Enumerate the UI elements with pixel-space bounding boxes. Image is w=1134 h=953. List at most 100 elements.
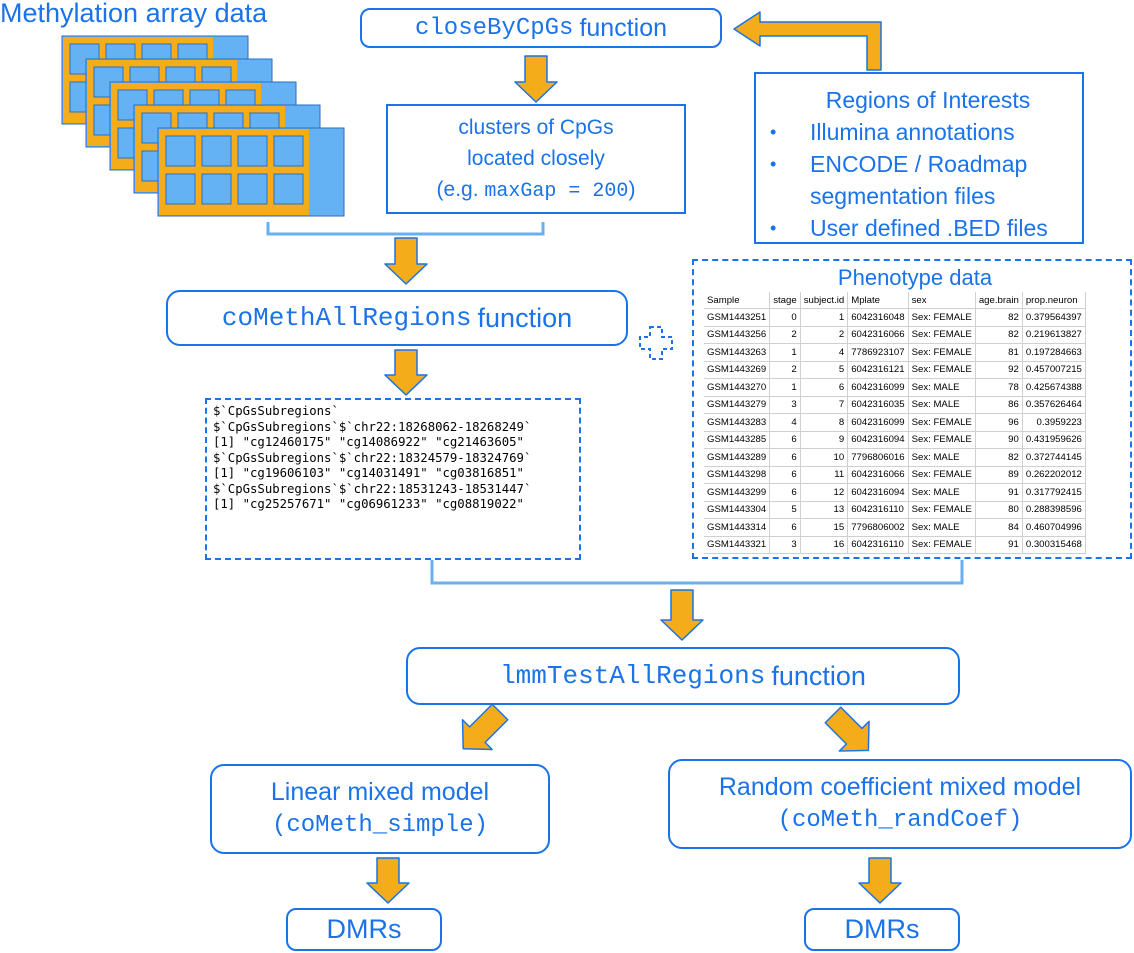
code-line: [1] "cg12460175" "cg14086922" "cg2146360… — [213, 435, 524, 449]
phenotype-cell: 6042316110 — [847, 501, 909, 519]
linear-mixed-model-box: Linear mixed model (coMeth_simple) — [210, 764, 550, 854]
phenotype-cell: 6 — [769, 518, 801, 537]
phenotype-cell: 0.431959626 — [1022, 431, 1086, 449]
phenotype-cell: 80 — [975, 501, 1023, 519]
phenotype-cell: Sex: FEMALE — [908, 361, 976, 379]
phenotype-cell: 0.262202012 — [1022, 466, 1086, 484]
phenotype-cell: 91 — [975, 483, 1023, 502]
array-chip — [157, 127, 345, 217]
phenotype-cell: 6 — [769, 431, 801, 449]
phenotype-cell: 1 — [769, 343, 801, 362]
phenotype-cell: Sex: FEMALE — [908, 466, 976, 484]
phenotype-column-header: subject.id — [800, 292, 849, 309]
cometh-all-regions-label: function — [477, 302, 573, 333]
phenotype-cell: 0.357626464 — [1022, 396, 1086, 414]
phenotype-cell: Sex: MALE — [908, 483, 976, 502]
phenotype-cell: 0.219613827 — [1022, 326, 1086, 344]
close-by-cpgs-label: function — [579, 13, 667, 42]
phenotype-cell: 0.317792415 — [1022, 483, 1086, 502]
code-line: $`CpGsSubregions`$`chr22:18268062-182682… — [213, 419, 532, 434]
phenotype-cell: GSM1443263 — [704, 343, 771, 362]
cometh-to-code-arrow — [384, 349, 428, 396]
code-line: $`CpGsSubregions` — [213, 404, 339, 418]
phenotype-cell: 6 — [769, 448, 801, 467]
phenotype-cell: 86 — [975, 396, 1023, 414]
phenotype-cell: 7 — [800, 396, 849, 414]
phenotype-cell: 6042316066 — [847, 466, 909, 484]
phenotype-cell: 0.3959223 — [1022, 413, 1086, 432]
phenotype-cell: GSM1443299 — [704, 483, 771, 502]
regions-list: Illumina annotations ENCODE / Roadmap se… — [770, 116, 1068, 244]
code-line: $`CpGsSubregions`$`chr22:18531243-185314… — [213, 481, 532, 496]
lmm-to-random-arrow — [824, 706, 870, 752]
phenotype-cell: 6042316099 — [847, 413, 909, 432]
phenotype-column-header: age.brain — [975, 292, 1023, 309]
phenotype-cell: GSM1443269 — [704, 361, 771, 379]
phenotype-cell: Sex: MALE — [908, 518, 976, 537]
close-to-clusters-arrow — [514, 55, 558, 103]
phenotype-cell: 10 — [800, 448, 849, 467]
dmrs-left-box: DMRs — [286, 908, 442, 951]
phenotype-cell: 96 — [975, 413, 1023, 432]
phenotype-cell: 2 — [769, 326, 801, 344]
phenotype-cell: 6042316094 — [847, 483, 909, 502]
code-line: [1] "cg19606103" "cg14031491" "cg0381685… — [213, 466, 524, 480]
phenotype-cell: 1 — [769, 378, 801, 397]
random-coefficient-model-code: (coMeth_randCoef) — [777, 807, 1023, 834]
code-output-box: $`CpGsSubregions` $`CpGsSubregions`$`chr… — [205, 398, 581, 560]
phenotype-cell: 7786923107 — [847, 343, 909, 362]
phenotype-cell: 0.197284663 — [1022, 343, 1086, 362]
regions-to-close-arrow — [733, 11, 882, 71]
phenotype-cell: GSM1443279 — [704, 396, 771, 414]
regions-title: Regions of Interests — [825, 87, 1031, 113]
linear-to-dmrs-arrow — [366, 857, 410, 904]
phenotype-cell: Sex: FEMALE — [908, 501, 976, 519]
lmm-to-linear-arrow — [461, 703, 509, 751]
random-coefficient-model-box: Random coefficient mixed model (coMeth_r… — [668, 759, 1132, 849]
phenotype-cell: Sex: FEMALE — [908, 326, 976, 344]
phenotype-cell: 7796806002 — [847, 518, 909, 537]
phenotype-cell: GSM1443283 — [704, 413, 771, 432]
phenotype-cell: 1 — [800, 308, 849, 327]
phenotype-cell: 0.425674388 — [1022, 378, 1086, 397]
phenotype-cell: Sex: FEMALE — [908, 308, 976, 327]
region-item-encode: ENCODE / Roadmap segmentation files — [770, 148, 1068, 212]
phenotype-cell: 3 — [769, 396, 801, 414]
phenotype-cell: GSM1443251 — [704, 308, 771, 327]
bracket-to-cometh-arrow — [384, 237, 428, 285]
lmm-test-all-regions-function-box: lmmTestAllRegions function — [406, 647, 960, 705]
phenotype-cell: 82 — [975, 448, 1023, 467]
phenotype-cell: 7796806016 — [847, 448, 909, 467]
phenotype-column-header: sex — [908, 292, 976, 309]
phenotype-cell: 8 — [800, 413, 849, 432]
phenotype-cell: 0.300315468 — [1022, 536, 1086, 554]
phenotype-cell: Sex: MALE — [908, 448, 976, 467]
phenotype-cell: 0.457007215 — [1022, 361, 1086, 379]
phenotype-column-header: prop.neuron — [1022, 292, 1086, 309]
bracket-to-lmm-arrow — [660, 589, 704, 641]
phenotype-cell: 6 — [800, 378, 849, 397]
linear-mixed-model-title: Linear mixed model — [270, 778, 490, 806]
phenotype-cell: GSM1443314 — [704, 518, 771, 537]
phenotype-cell: 5 — [800, 361, 849, 379]
inputs-bracket — [430, 560, 964, 585]
phenotype-cell: 6042316035 — [847, 396, 909, 414]
phenotype-cell: Sex: MALE — [908, 396, 976, 414]
code-line: [1] "cg25257671" "cg06961233" "cg0881902… — [213, 497, 524, 511]
phenotype-cell: 90 — [975, 431, 1023, 449]
phenotype-cell: GSM1443289 — [704, 448, 771, 467]
phenotype-cell: 13 — [800, 501, 849, 519]
phenotype-cell: 5 — [769, 501, 801, 519]
random-to-dmrs-arrow — [858, 857, 902, 904]
close-by-cpgs-function-box: closeByCpGs function — [360, 8, 722, 48]
